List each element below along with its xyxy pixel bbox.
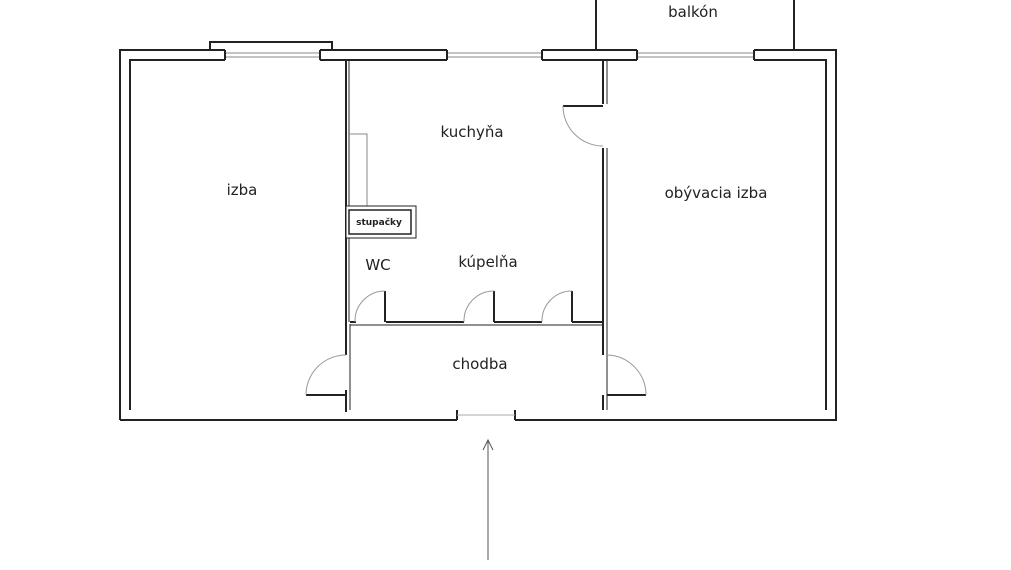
room-label-kuchyna: kuchyňa xyxy=(440,123,504,141)
room-label-obyvacia-izba: obývacia izba xyxy=(664,184,768,202)
room-label-izba: izba xyxy=(226,181,258,199)
balcony xyxy=(595,0,795,50)
riser-shaft xyxy=(345,133,417,239)
doors xyxy=(305,105,647,396)
interior-walls xyxy=(345,60,608,420)
room-label-kupelna: kúpelňa xyxy=(458,253,518,271)
top-windows xyxy=(209,41,755,61)
room-label-wc: WC xyxy=(365,256,391,274)
entrance-arrow-icon xyxy=(482,438,494,560)
room-label-balkon: balkón xyxy=(668,3,718,21)
room-label-chodba: chodba xyxy=(452,355,508,373)
riser-label: stupačky xyxy=(356,218,402,228)
